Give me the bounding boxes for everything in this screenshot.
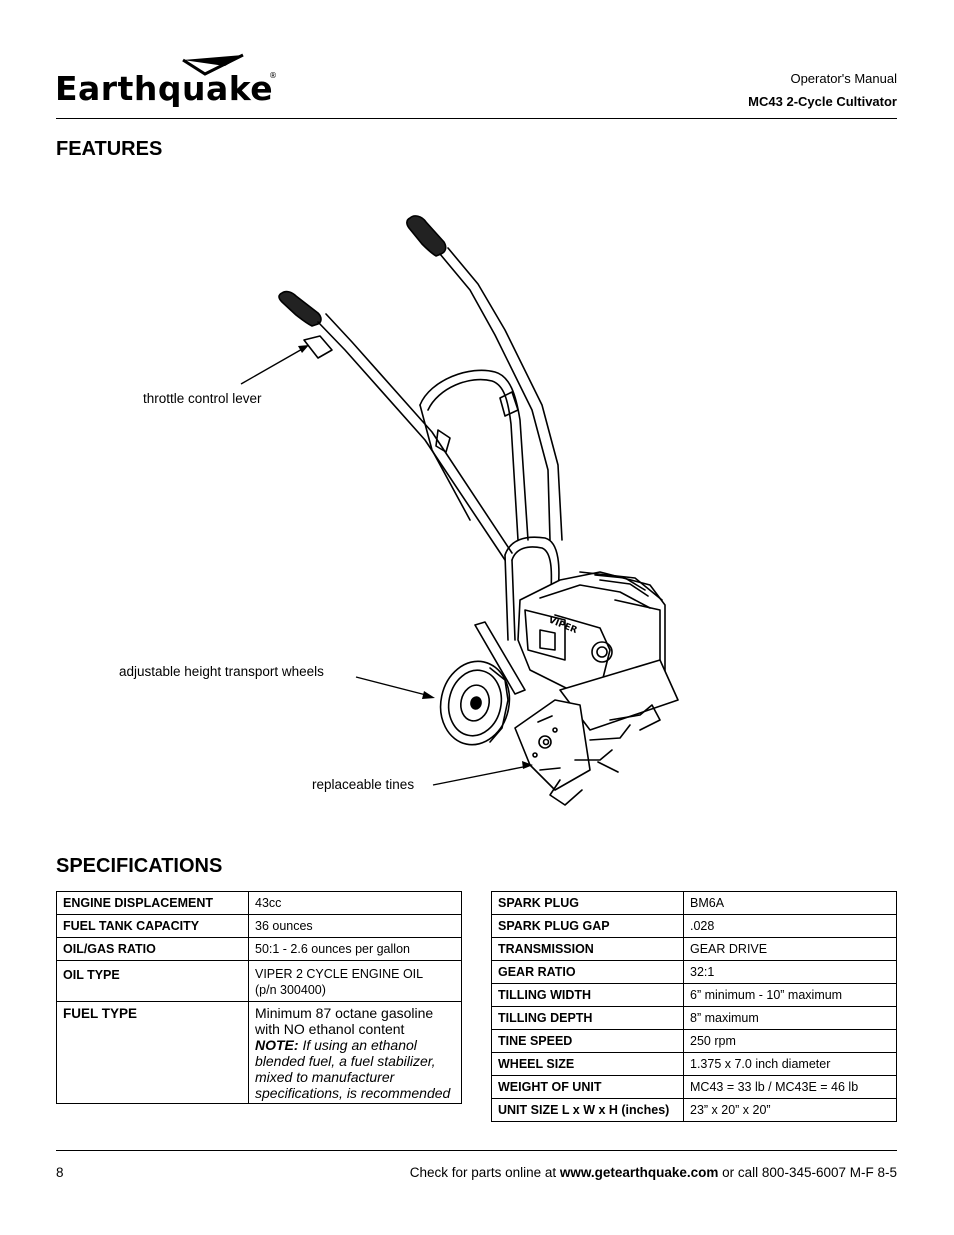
page-number: 8 (56, 1165, 64, 1180)
spec-value: MC43 = 33 lb / MC43E = 46 lb (683, 1075, 897, 1099)
features-heading: FEATURES (56, 138, 163, 160)
table-row: UNIT SIZE L x W x H (inches)23” x 20” x … (491, 1098, 897, 1122)
spec-value: Minimum 87 octane gasoline with NO ethan… (248, 1001, 462, 1104)
callout-transport-wheels: adjustable height transport wheels (119, 664, 324, 679)
table-row: OIL TYPE VIPER 2 CYCLE ENGINE OIL (p/n 3… (56, 960, 462, 1002)
spec-value: 23” x 20” x 20” (683, 1098, 897, 1122)
brand-wordmark: Earthquake (55, 69, 273, 108)
spec-value: GEAR DRIVE (683, 937, 897, 961)
spec-value: 6” minimum - 10” maximum (683, 983, 897, 1007)
spec-value: VIPER 2 CYCLE ENGINE OIL (p/n 300400) (248, 960, 462, 1002)
spec-table-left: ENGINE DISPLACEMENT 43cc FUEL TANK CAPAC… (56, 891, 462, 1104)
spec-label: OIL TYPE (56, 960, 249, 1002)
spec-value: 36 ounces (248, 914, 462, 938)
tines-arrowhead (522, 761, 533, 769)
spec-label: ENGINE DISPLACEMENT (56, 891, 249, 915)
table-row: FUEL TYPE Minimum 87 octane gasoline wit… (56, 1001, 462, 1104)
viper-engine-label: VIPER (547, 616, 579, 637)
spec-value: BM6A (683, 891, 897, 915)
footer-text-before: Check for parts online at (409, 1165, 560, 1180)
table-row: OIL/GAS RATIO 50:1 - 2.6 ounces per gall… (56, 937, 462, 961)
callout-throttle-control-lever: throttle control lever (143, 391, 262, 406)
model-name: MC43 2-Cycle Cultivator (748, 94, 897, 109)
spec-label: TILLING DEPTH (491, 1006, 684, 1030)
throttle-arrow-line (240, 347, 305, 385)
registered-mark: ® (269, 71, 277, 80)
spec-value: 43cc (248, 891, 462, 915)
oil-type-line1: VIPER 2 CYCLE ENGINE OIL (255, 967, 424, 981)
website-link[interactable]: www.getearthquake.com (559, 1165, 719, 1180)
spec-label: FUEL TANK CAPACITY (56, 914, 249, 938)
specifications-heading: SPECIFICATIONS (56, 855, 223, 877)
spec-label: TRANSMISSION (491, 937, 684, 961)
throttle-arrowhead (298, 345, 309, 353)
spec-label: UNIT SIZE L x W x H (inches) (491, 1098, 684, 1122)
oil-type-line2: (p/n 300400) (255, 983, 326, 997)
callout-replaceable-tines: replaceable tines (312, 777, 415, 792)
header-rule (56, 118, 897, 119)
footer-text-after: or call 800-345-6007 M-F 8-5 (718, 1165, 897, 1180)
footer-contact: Check for parts online at www.getearthqu… (410, 1165, 897, 1180)
spec-label: WEIGHT OF UNIT (491, 1075, 684, 1099)
fuel-type-note-text: If using an ethanol blended fuel, a fuel… (255, 1037, 451, 1101)
table-row: FUEL TANK CAPACITY 36 ounces (56, 914, 462, 938)
spec-label: GEAR RATIO (491, 960, 684, 984)
header-doc-info: Operator's Manual MC43 2-Cycle Cultivato… (748, 67, 897, 113)
spec-value: 1.375 x 7.0 inch diameter (683, 1052, 897, 1076)
fuel-type-value: Minimum 87 octane gasoline with NO ethan… (255, 1005, 434, 1037)
spec-label: FUEL TYPE (56, 1001, 249, 1104)
spec-label: SPARK PLUG GAP (491, 914, 684, 938)
tines-arrow-line (432, 765, 529, 786)
spec-label: OIL/GAS RATIO (56, 937, 249, 961)
footer-rule (56, 1150, 897, 1151)
spec-value: .028 (683, 914, 897, 938)
spec-value: 32:1 (683, 960, 897, 984)
earthquake-logo: Earthquake ® (55, 53, 277, 108)
spec-value: 50:1 - 2.6 ounces per gallon (248, 937, 462, 961)
table-row: SPARK PLUG GAP.028 (491, 914, 897, 938)
fuel-type-note-label: NOTE: (255, 1037, 299, 1053)
spec-value: 8” maximum (683, 1006, 897, 1030)
spec-label: TINE SPEED (491, 1029, 684, 1053)
spec-label: TILLING WIDTH (491, 983, 684, 1007)
spec-value: 250 rpm (683, 1029, 897, 1053)
doc-type: Operator's Manual (790, 71, 897, 86)
wheel-arrow-line (355, 676, 431, 697)
spec-label: SPARK PLUG (491, 891, 684, 915)
table-row: ENGINE DISPLACEMENT 43cc (56, 891, 462, 915)
spec-label: WHEEL SIZE (491, 1052, 684, 1076)
wheel-arrowhead (422, 691, 435, 699)
